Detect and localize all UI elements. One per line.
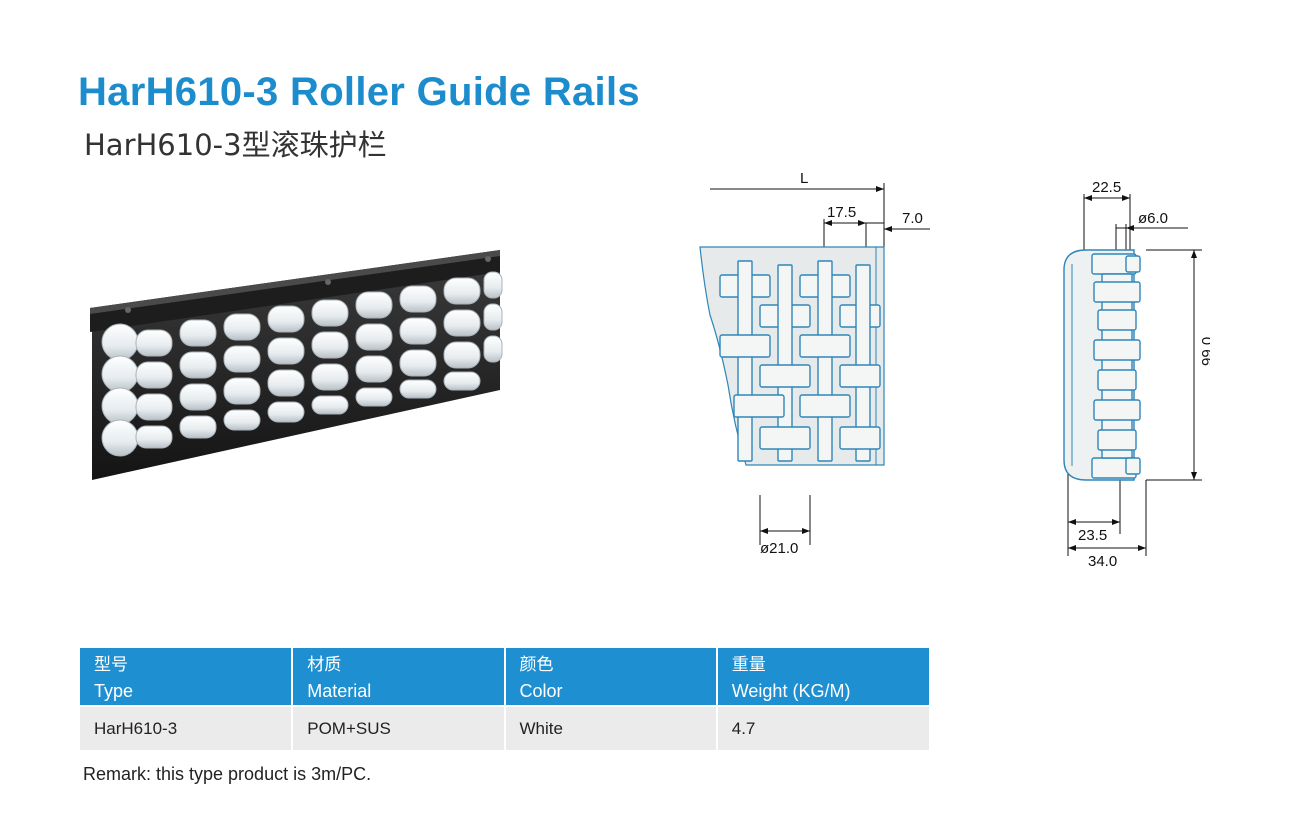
dim-height-label: 99.0 [1199,337,1210,366]
dim-roller-diameter-label: ø21.0 [760,540,798,557]
cell-material: POM+SUS [292,705,506,750]
cell-weight: 4.7 [716,705,929,750]
dim-inner-width-label: 23.5 [1078,527,1107,544]
col-header-color: 颜色 Color [504,648,718,706]
product-photo [90,250,503,480]
col-header-en: Weight (KG/M) [731,681,851,701]
dim-top-width-label: 22.5 [1092,179,1121,196]
table-row: HarH610-3 POM+SUS White 4.7 [80,705,929,750]
col-header-en: Color [519,681,563,701]
product-title-cn: HarH610-3型滚珠护栏 [84,128,387,162]
col-header-en: Material [307,681,372,701]
product-title-en: HarH610-3 Roller Guide Rails [78,70,640,114]
col-header-cn: 重量 [731,655,766,675]
col-header-cn: 颜色 [519,655,554,675]
remark-note: Remark: this type product is 3m/PC. [83,764,372,784]
col-header-en: Type [94,681,134,701]
dim-pin-diameter-label: ø6.0 [1138,210,1168,227]
dim-pitch-label: 17.5 [827,204,856,221]
spec-table: 型号 Type 材质 Material 颜色 Color 重量 Weight (… [80,648,929,750]
col-header-type: 型号 Type [80,648,294,706]
col-header-cn: 型号 [94,655,128,675]
col-header-material: 材质 Material [292,648,506,706]
dim-offset-label: 7.0 [902,210,923,227]
front-view-drawing: L 17.5 7.0 ø21.0 [699,170,930,557]
dim-length-label: L [800,170,808,187]
col-header-weight: 重量 Weight (KG/M) [716,648,929,706]
side-view-drawing: 22.5 ø6.0 99.0 23.5 34.0 [1063,179,1210,570]
spec-table-header-row: 型号 Type 材质 Material 颜色 Color 重量 Weight (… [80,648,929,706]
dim-outer-width-label: 34.0 [1088,553,1117,570]
cell-color: White [504,705,718,750]
col-header-cn: 材质 [307,655,342,675]
cell-type: HarH610-3 [80,705,294,750]
